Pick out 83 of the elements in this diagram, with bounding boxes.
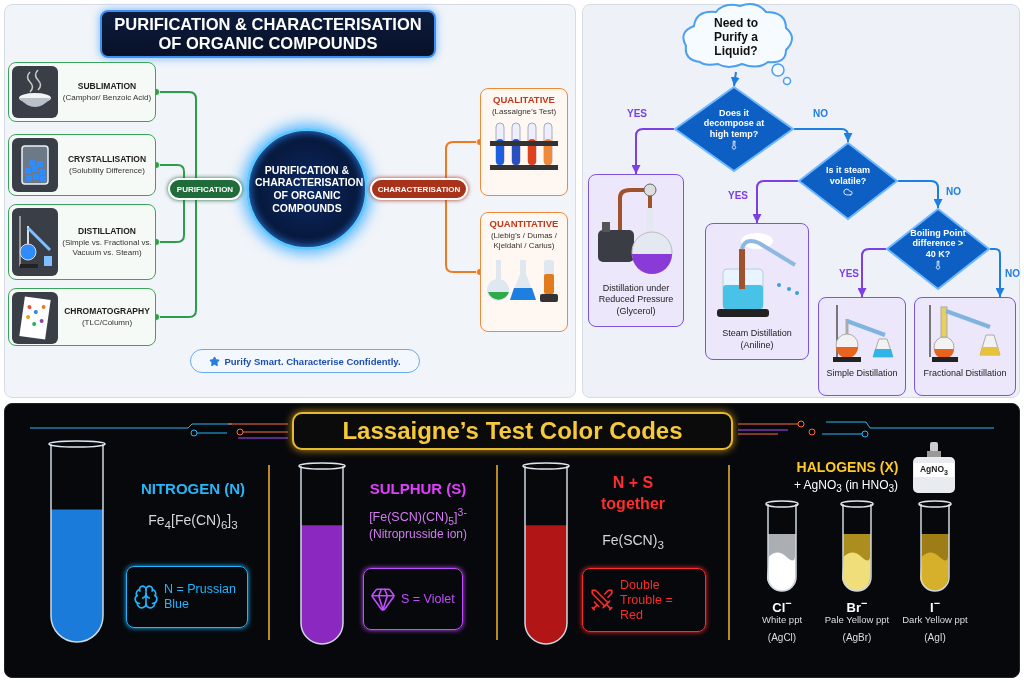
result-card — [588, 174, 684, 327]
mnemonic-card — [582, 568, 706, 632]
text-label: Dark Yellow ppt — [901, 615, 969, 626]
text-label: Cl$^{−}$ — [771, 597, 793, 616]
analysis-name: QUALITATIVE — [493, 94, 555, 105]
method-name: SUBLIMATION — [77, 81, 137, 92]
method-name: CRYSTALLISATION — [67, 154, 147, 165]
edge-label: NO — [945, 186, 962, 197]
diagram-title: PURIFICATION & CHARACTERISATION OF ORGANIC COMPOUNDS — [100, 10, 436, 58]
branch-pill — [168, 178, 242, 200]
analysis-note: (Liebig’s / Dumas / Kjeldahl / Carius) — [489, 231, 559, 251]
title-banner — [292, 412, 733, 450]
text-label: I$^{−}$ — [929, 597, 941, 616]
method-name: CHROMATOGRAPHY — [64, 306, 150, 317]
edge-label: YES — [626, 108, 648, 119]
question-text: Is it steam volatile? — [825, 165, 871, 186]
arrow — [793, 128, 853, 143]
mnemonic-text: Double Trouble = Red — [620, 577, 674, 623]
text-label: Fe$_{4}$[Fe(CN)$_{6}$]$_{3}$ — [147, 512, 239, 532]
slogan-banner — [190, 349, 420, 373]
text-label: SULPHUR (S) — [368, 480, 468, 498]
result-label: Fractional Distillation — [923, 368, 1007, 379]
text-label: (Nitroprusside ion) — [367, 528, 468, 542]
result-note: (Glycerol) — [616, 305, 656, 317]
text-label: HALOGENS (X) — [795, 459, 900, 476]
mnemonic-card — [126, 566, 248, 628]
question-text: Boiling Point difference > 40 K? — [909, 228, 967, 259]
text-label: + AgNO$_{3}$ (in HNO$_{3}$) — [792, 479, 900, 495]
method-note: (Camphor/ Benzoic Acid) — [62, 93, 152, 103]
text-label: Pale Yellow ppt — [823, 615, 891, 626]
arrow — [752, 180, 799, 224]
result-label: Distillation under Reduced Pressure — [597, 283, 675, 305]
edge-label: YES — [838, 268, 860, 279]
arrow — [857, 248, 887, 298]
question-text: Does it decompose at high temp? — [702, 108, 766, 139]
result-card — [818, 297, 906, 396]
analysis-card — [480, 88, 568, 196]
text-label: AgNO$_{3}$ — [919, 465, 949, 477]
slogan-text: Purify Smart. Characterise Confidently. — [224, 355, 401, 367]
text-label: [Fe(SCN)(CN)$_{5}$]$^{3-}$ — [368, 507, 468, 528]
decision-diamond — [798, 142, 898, 220]
text-label: N + S — [611, 474, 655, 493]
result-note: (Aniline) — [740, 339, 774, 351]
method-name: DISTILLATION — [78, 226, 136, 237]
analysis-note: (Lassaigne’s Test) — [491, 107, 557, 117]
mnemonic-text: S = Violet — [401, 591, 455, 607]
method-note: (Simple vs. Fractional vs. Vacuum vs. Steam) — [62, 238, 152, 258]
arrow — [631, 128, 675, 175]
decision-diamond — [674, 86, 794, 172]
arrow — [730, 71, 740, 87]
result-label: Steam Distillation — [722, 328, 792, 339]
text-label: together — [600, 495, 666, 514]
banner-title: Lassaigne’s Test Color Codes — [342, 417, 683, 445]
analysis-name: QUANTITATIVE — [489, 218, 559, 229]
method-card — [8, 134, 156, 196]
mnemonic-card — [363, 568, 463, 630]
method-note: (TLC/Column) — [81, 318, 133, 328]
method-note: (Solubility Difference) — [69, 166, 145, 176]
arrow — [989, 248, 1005, 298]
mnemonic-text: N = Prussian Blue — [164, 582, 237, 612]
branch-pill — [370, 178, 468, 200]
edge-label: NO — [1004, 268, 1021, 279]
text-label: Fe(SCN)$_{3}$ — [601, 532, 665, 552]
analysis-card — [480, 212, 568, 332]
arrow — [897, 180, 943, 209]
edge-label: YES — [727, 190, 749, 201]
method-card — [8, 204, 156, 280]
branch-label: PURIFICATION — [176, 184, 234, 194]
question-text: Need to Purify a Liquid? — [713, 17, 759, 59]
text-label: (AgCl) — [766, 632, 798, 644]
edge-label: NO — [812, 108, 829, 119]
text-label: (AgI) — [923, 632, 947, 644]
text-label: Br$^{−}$ — [845, 597, 869, 616]
decision-diamond — [886, 208, 990, 290]
branch-label: CHARACTERISATION — [377, 184, 461, 194]
method-card — [8, 288, 156, 346]
text-label: (AgBr) — [841, 632, 873, 644]
result-card — [914, 297, 1016, 396]
result-label: Simple Distillation — [826, 368, 898, 379]
method-card — [8, 62, 156, 122]
result-card — [705, 223, 809, 360]
text-label: NITROGEN (N) — [139, 480, 247, 498]
text-label: White ppt — [760, 615, 804, 626]
